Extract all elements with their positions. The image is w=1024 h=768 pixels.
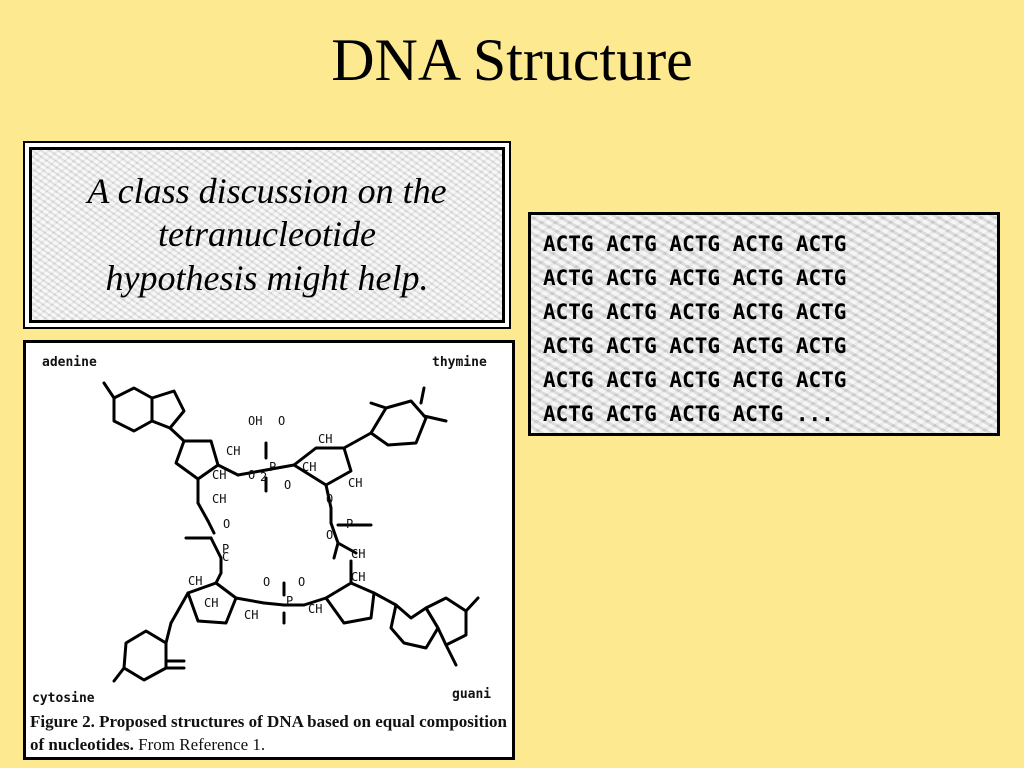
thymine-ring <box>369 386 448 447</box>
caption-bold: Figure 2. Proposed structures of DNA bas… <box>30 712 507 754</box>
label-guanine: guani <box>452 687 492 702</box>
chem-label-ch: CH <box>318 432 332 446</box>
figure-box: OH O P O O CH CH CH CH CH CH O P O CH CH… <box>23 340 515 760</box>
chem-label-ch: CH <box>212 492 226 506</box>
sequence-line: ACTG ACTG ACTG ACTG ACTG <box>543 368 847 392</box>
chem-label-ch: CH <box>308 602 322 616</box>
slide-title: DNA Structure <box>331 27 693 93</box>
figure-caption: Figure 2. Proposed structures of DNA bas… <box>30 710 510 756</box>
phosphate-top <box>236 441 296 493</box>
chem-label-o: O <box>326 492 333 506</box>
phosphate-right <box>329 521 373 560</box>
chem-label-c: C <box>222 550 229 564</box>
sequence-box: ACTG ACTG ACTG ACTG ACTG ACTG ACTG ACTG … <box>528 212 1000 436</box>
sugar-ring-bottom-right <box>324 559 398 625</box>
chem-label-ch: CH <box>302 460 316 474</box>
quote-text: A class discussion on the tetranucleotid… <box>81 170 452 300</box>
phosphate-left <box>184 519 223 575</box>
chem-label-ch: CH <box>204 596 218 610</box>
quote-inner: A class discussion on the tetranucleotid… <box>29 147 505 323</box>
quote-line-2: tetranucleotide <box>158 214 376 255</box>
sequence-line: ACTG ACTG ACTG ACTG ... <box>543 402 834 426</box>
sugar-ring-top-right <box>292 431 373 525</box>
sugar-ring-bottom-left <box>169 571 266 625</box>
chem-label-ch: CH <box>351 547 365 561</box>
sugar-ring-top-left <box>174 439 240 523</box>
dna-structure-diagram: OH O P O O CH CH CH CH CH CH O P O CH CH… <box>102 381 480 683</box>
label-adenine: adenine <box>42 355 97 370</box>
chem-label-ch: CH <box>244 608 258 622</box>
label-cytosine: cytosine <box>32 691 95 706</box>
sequence-line: ACTG ACTG ACTG ACTG ACTG <box>543 300 847 324</box>
chem-label-o: O <box>326 528 333 542</box>
guanine-ring <box>389 596 480 667</box>
chem-label-ch: CH <box>226 444 240 458</box>
chem-label-ch: CH <box>212 468 226 482</box>
chem-label-o: O <box>278 414 285 428</box>
chem-label-ch: CH <box>188 574 202 588</box>
chem-label-o: O <box>284 478 291 492</box>
chem-label-o: O <box>263 575 270 589</box>
sequence-line: ACTG ACTG ACTG ACTG ACTG <box>543 266 847 290</box>
label-thymine: thymine <box>432 355 487 370</box>
quote-line-3: hypothesis might help. <box>105 257 429 298</box>
sequence-line: ACTG ACTG ACTG ACTG ACTG <box>543 232 847 256</box>
caption-normal: From Reference 1. <box>133 735 266 754</box>
chem-label-p: P <box>286 594 293 608</box>
chem-label-o: O <box>223 517 230 531</box>
chem-label-ch: CH <box>348 476 362 490</box>
quote-line-1: A class discussion on the <box>87 171 447 212</box>
sequence-line: ACTG ACTG ACTG ACTG ACTG <box>543 334 847 358</box>
chem-label-o: O <box>248 468 255 482</box>
adenine-ring <box>102 381 186 443</box>
chem-label-oh: OH <box>248 414 262 428</box>
chem-label-p: P <box>222 542 229 556</box>
phosphate-bottom <box>262 581 328 625</box>
chem-label-o: O <box>298 575 305 589</box>
quote-box: A class discussion on the tetranucleotid… <box>23 141 511 329</box>
chem-label-p: P <box>269 460 276 474</box>
chem-label-sub2: 2 <box>260 470 267 484</box>
chem-label-p: P <box>346 517 353 531</box>
cytosine-ring <box>112 621 186 683</box>
chem-label-ch: CH <box>351 570 365 584</box>
